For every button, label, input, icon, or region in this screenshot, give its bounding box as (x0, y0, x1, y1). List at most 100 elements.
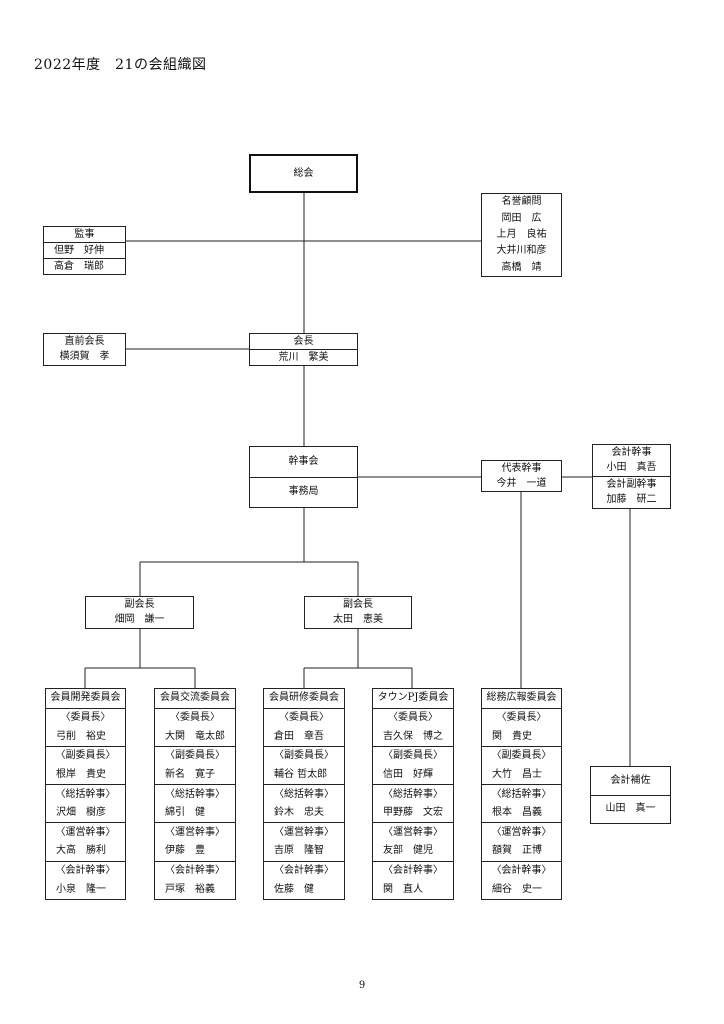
member-name: 倉田 章吾 (274, 730, 324, 742)
box-kanji: 監事 但野 好伸 高倉 瑞郎 (43, 226, 126, 275)
role-label: 〈委員長〉 (373, 707, 453, 728)
box-kanjikai: 幹事会 事務局 (249, 446, 358, 508)
meiyo-member: 大井川和彦 (496, 245, 547, 257)
fuku1-title: 副会長 (124, 598, 155, 610)
fuku1-member: 畑岡 謙一 (114, 614, 165, 626)
member-name: 戸塚 裕義 (165, 883, 215, 895)
member-name: 鈴木 忠夫 (274, 807, 324, 819)
member-name: 綿引 健 (165, 807, 205, 819)
role-label: 〈会計幹事〉 (373, 860, 453, 881)
member-name: 小泉 隆一 (56, 883, 106, 895)
kaicho-member: 荒川 繁美 (250, 349, 357, 365)
role-label: 〈委員長〉 (46, 707, 125, 728)
role-label: 〈副委員長〉 (264, 745, 344, 766)
kaicho-title: 会長 (293, 335, 314, 347)
role-label: 〈総括幹事〉 (155, 784, 235, 804)
member-name: 根本 昌義 (492, 807, 542, 819)
role-label: 〈会計幹事〉 (155, 860, 235, 881)
fuku2-member: 太田 恵美 (333, 614, 383, 626)
committee-kaiin-kenshu: 会員研修委員会 〈委員長〉 倉田 章吾 〈副委員長〉 輔谷 哲太郎 〈総括幹事〉… (263, 688, 345, 900)
role-label: 〈副委員長〉 (482, 745, 561, 766)
kaikei-fuku-member: 加藤 研二 (606, 494, 657, 506)
kaikei-title: 会計幹事 (611, 446, 652, 458)
role-label: 〈運営幹事〉 (482, 822, 561, 842)
box-kaikei-hosa: 会計補佐 山田 真一 (590, 766, 671, 824)
committee-kaiin-kaihatsu: 会員開発委員会 〈委員長〉 弓削 裕史 〈副委員長〉 根岸 貴史 〈総括幹事〉 … (45, 688, 126, 900)
box-soukai-label: 総会 (293, 167, 314, 179)
role-label: 〈会計幹事〉 (264, 860, 344, 881)
role-label: 〈総括幹事〉 (46, 784, 125, 804)
box-soukai: 総会 (249, 154, 358, 193)
role-label: 〈会計幹事〉 (46, 860, 125, 881)
role-label: 〈委員長〉 (482, 707, 561, 728)
member-name: 信田 好輝 (383, 768, 433, 780)
box-fuku-kaicho-2: 副会長 太田 恵美 (304, 596, 412, 629)
box-kaicho: 会長 荒川 繁美 (249, 333, 358, 366)
kanji-member: 高倉 瑞郎 (44, 258, 125, 274)
box-meiyo-komon: 名誉顧問 岡田 広 上月 良祐 大井川和彦 高橋 靖 (481, 193, 562, 277)
member-name: 関 直人 (383, 883, 423, 895)
member-name: 新名 寛子 (165, 768, 215, 780)
page-title: 2022年度 21の会組織図 (34, 57, 207, 73)
member-name: 根岸 貴史 (56, 768, 106, 780)
role-label: 〈運営幹事〉 (373, 822, 453, 842)
role-label: 〈委員長〉 (155, 707, 235, 728)
kaikeihosa-title: 会計補佐 (610, 774, 651, 786)
role-label: 〈総括幹事〉 (264, 784, 344, 804)
member-name: 佐藤 健 (274, 883, 314, 895)
kanji-member: 但野 好伸 (44, 242, 125, 258)
committee-title: 会員研修委員会 (269, 692, 339, 704)
committee-town-pj: タウンPJ委員会 〈委員長〉 吉久保 博之 〈副委員長〉 信田 好輝 〈総括幹事… (372, 688, 454, 900)
box-daihyo-kanji: 代表幹事 今井 一道 (481, 460, 562, 492)
member-name: 大関 竜太郎 (165, 730, 225, 742)
role-label: 〈副委員長〉 (373, 745, 453, 766)
role-label: 〈運営幹事〉 (46, 822, 125, 842)
member-name: 吉久保 博之 (383, 730, 443, 742)
committee-somu-koho: 総務広報委員会 〈委員長〉 関 貴史 〈副委員長〉 大竹 昌士 〈総括幹事〉 根… (481, 688, 562, 900)
chokuzen-member: 横須賀 孝 (59, 351, 110, 363)
role-label: 〈副委員長〉 (46, 745, 125, 766)
member-name: 額賀 正博 (492, 845, 542, 857)
daihyo-title: 代表幹事 (501, 462, 542, 474)
box-fuku-kaicho-1: 副会長 畑岡 謙一 (85, 596, 194, 629)
page-number: 9 (358, 980, 366, 991)
member-name: 関 貴史 (492, 730, 532, 742)
box-kaikei-kanji: 会計幹事 小田 真吾 会計副幹事 加藤 研二 (592, 444, 671, 509)
meiyo-member: 高橋 靖 (501, 261, 542, 273)
kanjikai-title: 幹事会 (288, 455, 319, 467)
kanji-title: 監事 (74, 228, 95, 240)
kaikei-member: 小田 真吾 (606, 462, 657, 474)
member-name: 輔谷 哲太郎 (274, 768, 328, 780)
role-label: 〈委員長〉 (264, 707, 344, 728)
member-name: 大高 勝利 (56, 845, 106, 857)
jimukyoku-title: 事務局 (250, 476, 357, 508)
box-chokuzen-kaicho: 直前会長 横須賀 孝 (43, 333, 126, 366)
member-name: 甲野藤 文宏 (383, 807, 443, 819)
meiyo-title: 名誉顧問 (501, 196, 542, 208)
member-name: 伊藤 豊 (165, 845, 205, 857)
role-label: 〈副委員長〉 (155, 745, 235, 766)
member-name: 沢畑 樹彦 (56, 807, 106, 819)
role-label: 〈会計幹事〉 (482, 860, 561, 881)
chokuzen-title: 直前会長 (64, 335, 105, 347)
role-label: 〈総括幹事〉 (373, 784, 453, 804)
kaikeihosa-member: 山田 真一 (591, 794, 670, 824)
committee-kaiin-koryu: 会員交流委員会 〈委員長〉 大関 竜太郎 〈副委員長〉 新名 寛子 〈総括幹事〉… (154, 688, 236, 900)
meiyo-member: 上月 良祐 (496, 229, 547, 241)
committee-title: 会員交流委員会 (160, 692, 230, 704)
member-name: 大竹 昌士 (492, 768, 542, 780)
committee-title: 会員開発委員会 (50, 692, 121, 704)
daihyo-member: 今井 一道 (496, 477, 547, 489)
member-name: 友部 健児 (383, 845, 433, 857)
committee-title: 総務広報委員会 (486, 692, 557, 704)
meiyo-member: 岡田 広 (501, 212, 542, 224)
role-label: 〈総括幹事〉 (482, 784, 561, 804)
role-label: 〈運営幹事〉 (264, 822, 344, 842)
member-name: 弓削 裕史 (56, 730, 106, 742)
member-name: 細谷 史一 (492, 883, 542, 895)
member-name: 吉原 隆智 (274, 845, 324, 857)
committee-title: タウンPJ委員会 (377, 692, 449, 704)
fuku2-title: 副会長 (343, 598, 373, 610)
role-label: 〈運営幹事〉 (155, 822, 235, 842)
